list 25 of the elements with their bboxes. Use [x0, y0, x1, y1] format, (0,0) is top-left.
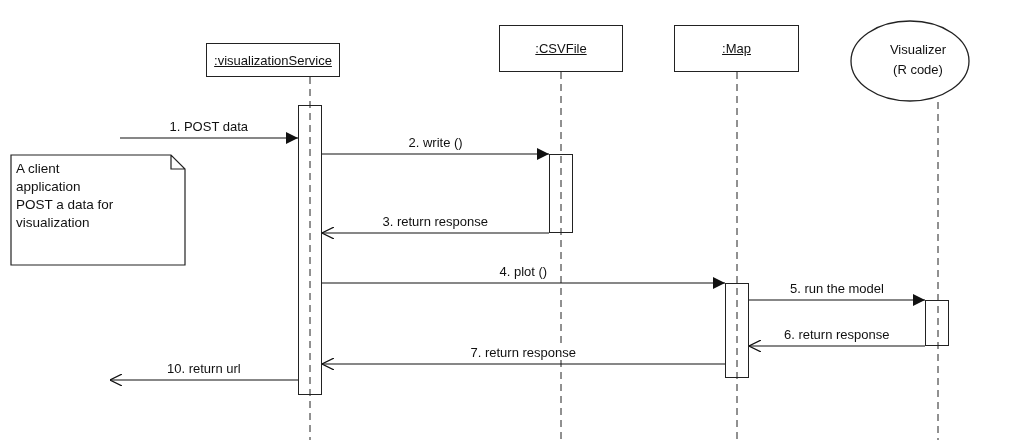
activation-bar — [725, 283, 749, 378]
message-arrow — [748, 294, 926, 306]
edge-label: 3. return response — [380, 215, 490, 229]
message-arrow — [109, 373, 299, 387]
activation-bar — [298, 105, 322, 395]
message-arrow — [321, 357, 726, 371]
lifeline-head: :Map — [674, 25, 799, 72]
activation-bar — [925, 300, 949, 346]
lifeline-head: :CSVFile — [499, 25, 623, 72]
actor-ellipse: Visualizer (R code) — [850, 20, 970, 102]
message-arrow — [321, 148, 550, 160]
edge-label: 7. return response — [468, 346, 578, 360]
activation-bar — [549, 154, 573, 233]
message-arrow — [119, 132, 299, 144]
lifeline-head: :visualizationService — [206, 43, 340, 77]
message-arrow — [748, 339, 926, 353]
message-arrow — [321, 277, 726, 289]
message-arrow — [321, 226, 550, 240]
edge-label: 10. return url — [165, 362, 243, 376]
edge-label: 2. write () — [406, 136, 465, 150]
edge-label: 6. return response — [782, 328, 892, 342]
edge-label: 5. run the model — [788, 282, 886, 296]
edge-label: 4. plot () — [497, 265, 550, 279]
note: A client application POST a data for visualization — [10, 154, 186, 266]
edge-label: 1. POST data — [167, 120, 251, 134]
